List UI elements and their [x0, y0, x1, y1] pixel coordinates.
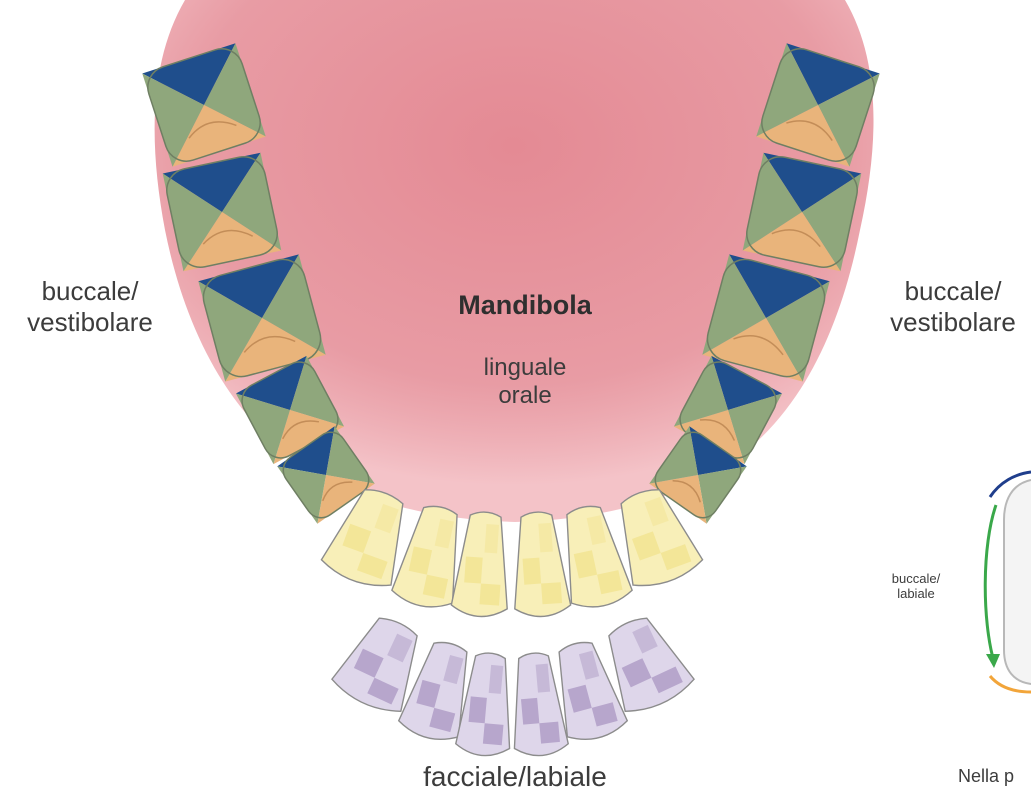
- label-buccal-left: buccale/ vestibolare: [5, 276, 175, 337]
- tooth-surface-inset: [985, 472, 1031, 692]
- facial-incisor: [506, 651, 569, 758]
- label-buccal-right-line1: buccale/: [858, 276, 1031, 307]
- label-buccal-left-line2: vestibolare: [5, 307, 175, 338]
- label-mandibola: Mandibola: [360, 290, 690, 322]
- right-molar: [743, 153, 862, 272]
- caption-fragment: Nella p: [958, 766, 1031, 787]
- inset-tooth-outline: [1004, 480, 1031, 684]
- label-inset-buccal: buccale/ labiale: [876, 571, 956, 602]
- label-inset-line1: buccale/: [876, 571, 956, 586]
- label-lingual: linguale orale: [400, 354, 650, 411]
- label-lingual-line1: linguale: [400, 354, 650, 382]
- lower-incisor: [508, 510, 571, 618]
- label-facial: facciale/labiale: [330, 760, 700, 793]
- label-lingual-line2: orale: [400, 382, 650, 410]
- label-buccal-left-line1: buccale/: [5, 276, 175, 307]
- label-inset-line2: labiale: [876, 586, 956, 601]
- green-arrowhead: [986, 654, 1000, 668]
- label-buccal-right: buccale/ vestibolare: [858, 276, 1031, 337]
- green-arc-arrow: [985, 505, 996, 662]
- lower-incisor: [451, 510, 514, 618]
- label-buccal-right-line2: vestibolare: [858, 307, 1031, 338]
- facial-incisor-row: [328, 607, 697, 757]
- left-molar: [163, 153, 282, 272]
